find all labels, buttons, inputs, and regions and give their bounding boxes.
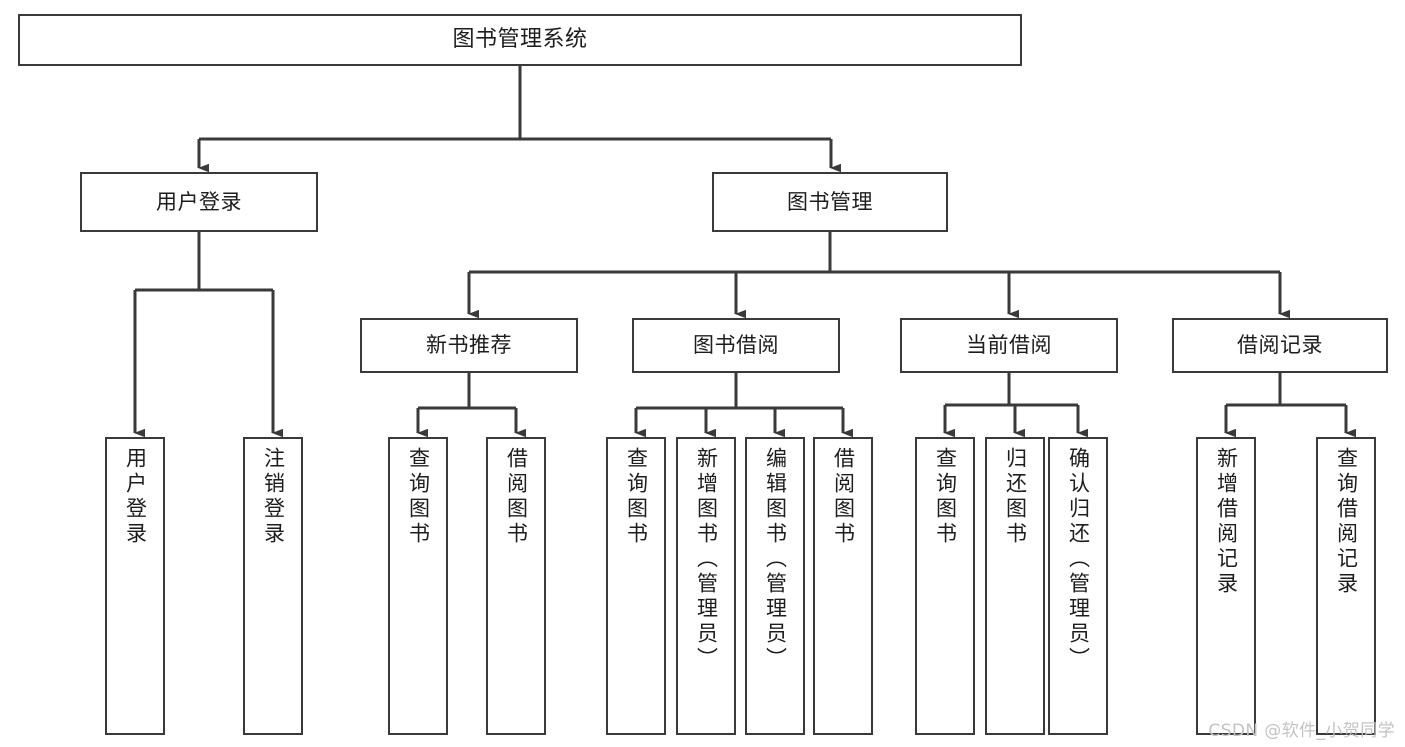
node-leaf-borrow-book-1[interactable]: 借阅图书	[486, 437, 546, 735]
node-leaf-user-login-label: 用户登录	[123, 447, 148, 547]
node-leaf-add-record[interactable]: 新增借阅记录	[1196, 437, 1256, 735]
node-leaf-logout[interactable]: 注销登录	[243, 437, 303, 735]
node-leaf-add-book[interactable]: 新增图书（管理员）	[676, 437, 736, 735]
node-leaf-query-book-2[interactable]: 查询图书	[606, 437, 666, 735]
node-leaf-return-book-label: 归还图书	[1003, 447, 1028, 547]
node-leaf-add-book-label: 新增图书（管理员）	[694, 447, 719, 672]
node-borrow-record[interactable]: 借阅记录	[1172, 318, 1388, 373]
node-leaf-edit-book-label: 编辑图书（管理员）	[763, 447, 788, 672]
node-leaf-borrow-book-2-label: 借阅图书	[831, 447, 856, 547]
node-borrow-record-label: 借阅记录	[1237, 333, 1323, 358]
node-new-book-rec-label: 新书推荐	[426, 333, 512, 358]
node-root-label: 图书管理系统	[452, 27, 588, 53]
node-book-borrow[interactable]: 图书借阅	[632, 318, 840, 373]
node-book-manage-label: 图书管理	[787, 189, 873, 214]
node-leaf-query-record-label: 查询借阅记录	[1334, 447, 1359, 597]
node-book-manage[interactable]: 图书管理	[712, 172, 948, 232]
node-current-borrow-label: 当前借阅	[966, 333, 1052, 358]
node-leaf-borrow-book-1-label: 借阅图书	[504, 447, 529, 547]
node-book-borrow-label: 图书借阅	[693, 333, 779, 358]
node-leaf-query-record[interactable]: 查询借阅记录	[1316, 437, 1376, 735]
node-leaf-confirm-return[interactable]: 确认归还（管理员）	[1048, 437, 1108, 735]
node-leaf-logout-label: 注销登录	[261, 447, 286, 547]
watermark-text: CSDN @软件_小贺同学	[1208, 721, 1395, 741]
node-leaf-confirm-return-label: 确认归还（管理员）	[1066, 447, 1091, 672]
node-leaf-return-book[interactable]: 归还图书	[985, 437, 1045, 735]
node-leaf-query-book-1-label: 查询图书	[406, 447, 431, 547]
node-user-login[interactable]: 用户登录	[80, 172, 318, 232]
node-root[interactable]: 图书管理系统	[18, 14, 1022, 66]
node-leaf-add-record-label: 新增借阅记录	[1214, 447, 1239, 597]
node-current-borrow[interactable]: 当前借阅	[900, 318, 1118, 373]
node-leaf-edit-book[interactable]: 编辑图书（管理员）	[745, 437, 805, 735]
node-leaf-borrow-book-2[interactable]: 借阅图书	[813, 437, 873, 735]
node-new-book-rec[interactable]: 新书推荐	[360, 318, 578, 373]
node-leaf-query-book-3[interactable]: 查询图书	[915, 437, 975, 735]
node-leaf-user-login[interactable]: 用户登录	[105, 437, 165, 735]
node-leaf-query-book-3-label: 查询图书	[933, 447, 958, 547]
node-leaf-query-book-1[interactable]: 查询图书	[388, 437, 448, 735]
node-user-login-label: 用户登录	[156, 189, 242, 214]
node-leaf-query-book-2-label: 查询图书	[624, 447, 649, 547]
